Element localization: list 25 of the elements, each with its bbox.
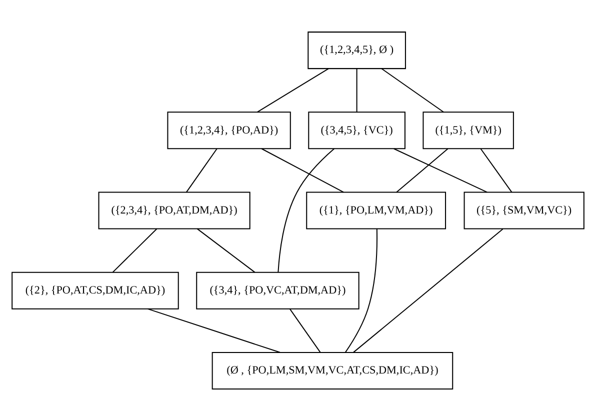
node-box: ({3,4,5}, {VC}): [308, 111, 406, 149]
connector: [278, 148, 334, 272]
node-box: ({1,2,3,4,5}, Ø ): [308, 31, 406, 69]
node-box: ({2,3,4}, {PO,AT,DM,AD}): [98, 191, 250, 229]
connector: [353, 228, 504, 352]
connector: [257, 68, 329, 112]
connector: [480, 148, 512, 192]
connector: [196, 228, 256, 272]
node-box: ({3,4}, {PO,VC,AT,DM,AD}): [196, 271, 360, 309]
node-box: ({1}, {PO,LM,VM,AD}): [306, 191, 446, 229]
connector: [396, 148, 448, 192]
node-box: (Ø , {PO,LM,SM,VM,VC,AT,CS,DM,IC,AD}): [212, 351, 454, 389]
connector: [186, 148, 218, 192]
connector: [394, 148, 488, 192]
connector: [112, 228, 158, 272]
connector: [289, 308, 321, 352]
connector: [148, 308, 280, 352]
connector: [381, 68, 444, 112]
node-box: ({1,2,3,4}, {PO,AD}): [167, 111, 291, 149]
connector: [261, 148, 344, 192]
connector: [356, 68, 358, 112]
node-box: ({2}, {PO,AT,CS,DM,IC,AD}): [12, 271, 179, 309]
node-box: ({1,5}, {VM}): [422, 111, 514, 149]
node-box: ({5}, {SM,VM,VC}): [464, 191, 584, 229]
connector: [345, 228, 378, 352]
